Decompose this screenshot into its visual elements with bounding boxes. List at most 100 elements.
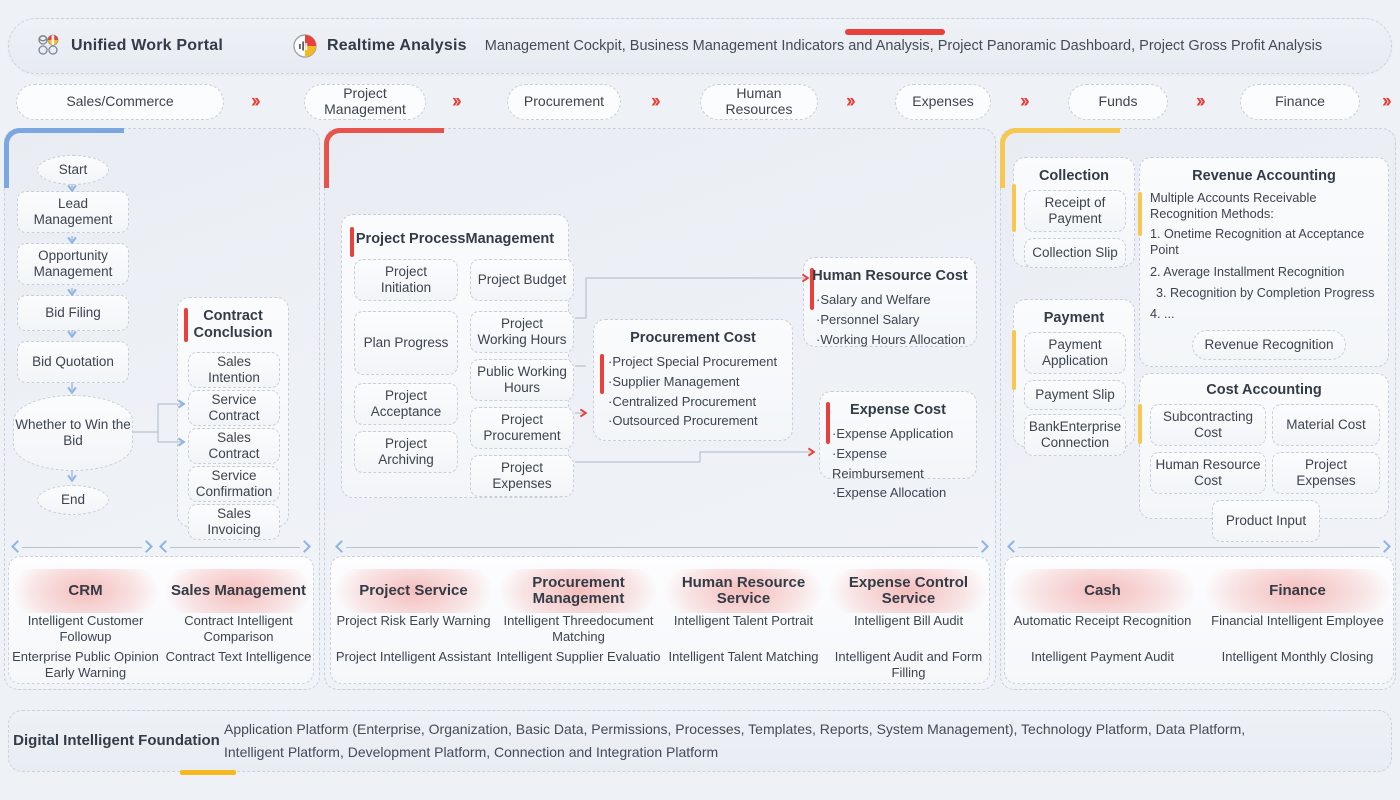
realtime-title: Realtime Analysis <box>326 37 467 54</box>
finance-service-card: Cash Automatic Receipt Recognition Intel… <box>1004 556 1394 684</box>
chip-chevron-3: ›› <box>651 91 661 112</box>
process-node-project-budget[interactable]: Project Budget <box>470 259 574 301</box>
process-node-project-initiation[interactable]: Project Initiation <box>354 259 458 301</box>
collection-item-receipt-of-payment[interactable]: Receipt of Payment <box>1024 190 1126 232</box>
service-item[interactable]: Intelligent Talent Matching <box>668 649 819 664</box>
procurement-cost-item: ·Supplier Management <box>608 373 740 389</box>
chip-project-management[interactable]: Project Management <box>304 84 426 120</box>
chip-human-resources[interactable]: Human Resources <box>700 84 818 120</box>
chip-chevron-4: ›› <box>846 91 856 112</box>
chip-finance[interactable]: Finance <box>1240 84 1360 120</box>
expense-cost-card: Expense Cost ·Expense Application ·Expen… <box>819 391 977 500</box>
service-column-finance: Finance Financial Intelligent Employee I… <box>1200 557 1393 683</box>
process-node-project-acceptance[interactable]: Project Acceptance <box>354 383 458 425</box>
process-node-project-archiving[interactable]: Project Archiving <box>354 431 458 473</box>
collection-item-collection-slip[interactable]: Collection Slip <box>1024 238 1126 268</box>
contract-item-sales-invoicing[interactable]: Sales Invoicing <box>188 504 280 540</box>
service-item[interactable]: Contract Text Intelligence <box>165 649 312 664</box>
header-red-tab <box>845 29 945 35</box>
chip-expenses[interactable]: Expenses <box>895 84 991 120</box>
contract-item-sales-contract[interactable]: Sales Contract <box>188 428 280 464</box>
contract-group-title: Contract Conclusion <box>193 308 273 342</box>
contract-conclusion-group: Contract Conclusion Sales Intention Serv… <box>177 297 289 540</box>
expense-cost-item: ·Expense Application <box>832 426 954 441</box>
payment-group: Payment Payment Application Payment Slip… <box>1012 299 1135 456</box>
expense-cost-accent <box>826 402 830 444</box>
flow-node-bid-quotation[interactable]: Bid Quotation <box>17 341 129 383</box>
flow-node-lead[interactable]: Lead Management <box>17 191 129 233</box>
procurement-cost-accent <box>600 354 604 394</box>
service-item[interactable]: Automatic Receipt Recognition <box>1013 613 1192 628</box>
project-panel-accent <box>324 128 444 188</box>
contract-group-accent <box>184 308 188 342</box>
revenue-recognition-button[interactable]: Revenue Recognition <box>1192 330 1346 360</box>
service-range-arrow-crm <box>11 540 153 554</box>
cost-item-material-cost[interactable]: Material Cost <box>1272 404 1380 446</box>
flow-node-bid-filing[interactable]: Bid Filing <box>17 295 129 331</box>
service-item[interactable]: Intelligent Payment Audit <box>1030 649 1175 664</box>
service-item[interactable]: Intelligent Audit and Form Filling <box>834 649 983 680</box>
revenue-method: 4. ... <box>1150 307 1175 322</box>
procurement-cost-card: Procurement Cost ·Project Special Procur… <box>593 319 793 441</box>
service-title-sales-management: Sales Management <box>162 569 313 613</box>
collection-title: Collection <box>1038 168 1110 184</box>
service-item[interactable]: Intelligent Talent Portrait <box>673 613 814 628</box>
service-item[interactable]: Intelligent Customer Followup <box>27 613 144 644</box>
process-group-accent <box>350 227 354 257</box>
payment-item-bankenterprise-connection[interactable]: BankEnterprise Connection <box>1024 414 1126 456</box>
human-resource-cost-card: Human Resource Cost ·Salary and Welfare … <box>803 257 977 347</box>
procurement-cost-item: ·Centralized Procurement <box>608 393 757 409</box>
service-item[interactable]: Intelligent Threedocument Matching <box>503 613 654 644</box>
process-node-project-procurement[interactable]: Project Procurement <box>470 407 574 449</box>
service-column-human-resource-service: Human Resource Service Intelligent Talen… <box>661 557 826 683</box>
process-node-public-working-hours[interactable]: Public Working Hours <box>470 359 574 401</box>
cost-item-human-resource-cost[interactable]: Human Resource Cost <box>1150 452 1266 494</box>
flow-node-end[interactable]: End <box>37 485 109 515</box>
flow-node-opportunity[interactable]: Opportunity Management <box>17 243 129 285</box>
service-title-project-service: Project Service <box>331 569 496 613</box>
service-item[interactable]: Project Risk Early Warning <box>336 613 491 628</box>
chip-chevron-2: ›› <box>452 91 462 112</box>
foundation-bar: Digital Intelligent Foundation Applicati… <box>8 710 1392 772</box>
contract-item-sales-intention[interactable]: Sales Intention <box>188 352 280 388</box>
revenue-title: Revenue Accounting <box>1192 168 1336 184</box>
service-item[interactable]: Intelligent Supplier Evaluatio <box>496 649 661 664</box>
service-item[interactable]: Project Intelligent Assistant <box>335 649 492 664</box>
process-node-project-working-hours[interactable]: Project Working Hours <box>470 311 574 353</box>
cost-accounting-accent <box>1138 404 1142 444</box>
service-column-sales-management: Sales Management Contract Intelligent Co… <box>162 557 313 683</box>
contract-item-service-contract[interactable]: Service Contract <box>188 390 280 426</box>
payment-item-payment-slip[interactable]: Payment Slip <box>1024 380 1126 410</box>
service-item[interactable]: Intelligent Monthly Closing <box>1221 649 1374 664</box>
process-node-plan-progress[interactable]: Plan Progress <box>354 311 458 375</box>
service-item[interactable]: Financial Intelligent Employee <box>1211 613 1384 628</box>
foundation-description: Application Platform (Enterprise, Organi… <box>224 718 1245 764</box>
hr-cost-item: ·Salary and Welfare <box>816 292 931 307</box>
contract-item-service-confirmation[interactable]: Service Confirmation <box>188 466 280 502</box>
payment-accent <box>1012 330 1016 390</box>
cost-item-subcontracting-cost[interactable]: Subcontracting Cost <box>1150 404 1266 446</box>
chip-chevron-1: ›› <box>251 91 261 112</box>
revenue-intro: Multiple Accounts Receivable Recognition… <box>1150 190 1317 222</box>
chip-funds[interactable]: Funds <box>1068 84 1168 120</box>
flow-node-win-bid[interactable]: Whether to Win the Bid <box>13 395 133 471</box>
cost-item-product-input[interactable]: Product Input <box>1212 500 1320 542</box>
process-node-project-expenses[interactable]: Project Expenses <box>470 455 574 497</box>
service-item[interactable]: Intelligent Bill Audit <box>853 613 964 628</box>
cost-accounting-card: Cost Accounting Subcontracting Cost Mate… <box>1138 373 1389 542</box>
flow-node-start[interactable]: Start <box>37 155 109 185</box>
procurement-cost-item: ·Project Special Procurement <box>608 354 778 369</box>
portal-brand: Unified Work Portal <box>37 34 223 58</box>
portal-title: Unified Work Portal <box>71 37 223 54</box>
chip-sales-commerce[interactable]: Sales/Commerce <box>16 84 224 120</box>
service-column-procurement-management: Procurement Management Intelligent Three… <box>496 557 661 683</box>
hr-cost-item: ·Working Hours Allocation <box>816 331 966 347</box>
procurement-cost-title: Procurement Cost <box>630 330 756 346</box>
payment-item-payment-application[interactable]: Payment Application <box>1024 332 1126 374</box>
service-item[interactable]: Enterprise Public Opinion Early Warning <box>12 649 159 680</box>
chip-procurement[interactable]: Procurement <box>507 84 621 120</box>
service-item[interactable]: Contract Intelligent Comparison <box>184 613 293 644</box>
hr-cost-item: ·Personnel Salary <box>816 311 920 327</box>
cost-item-project-expenses[interactable]: Project Expenses <box>1272 452 1380 494</box>
